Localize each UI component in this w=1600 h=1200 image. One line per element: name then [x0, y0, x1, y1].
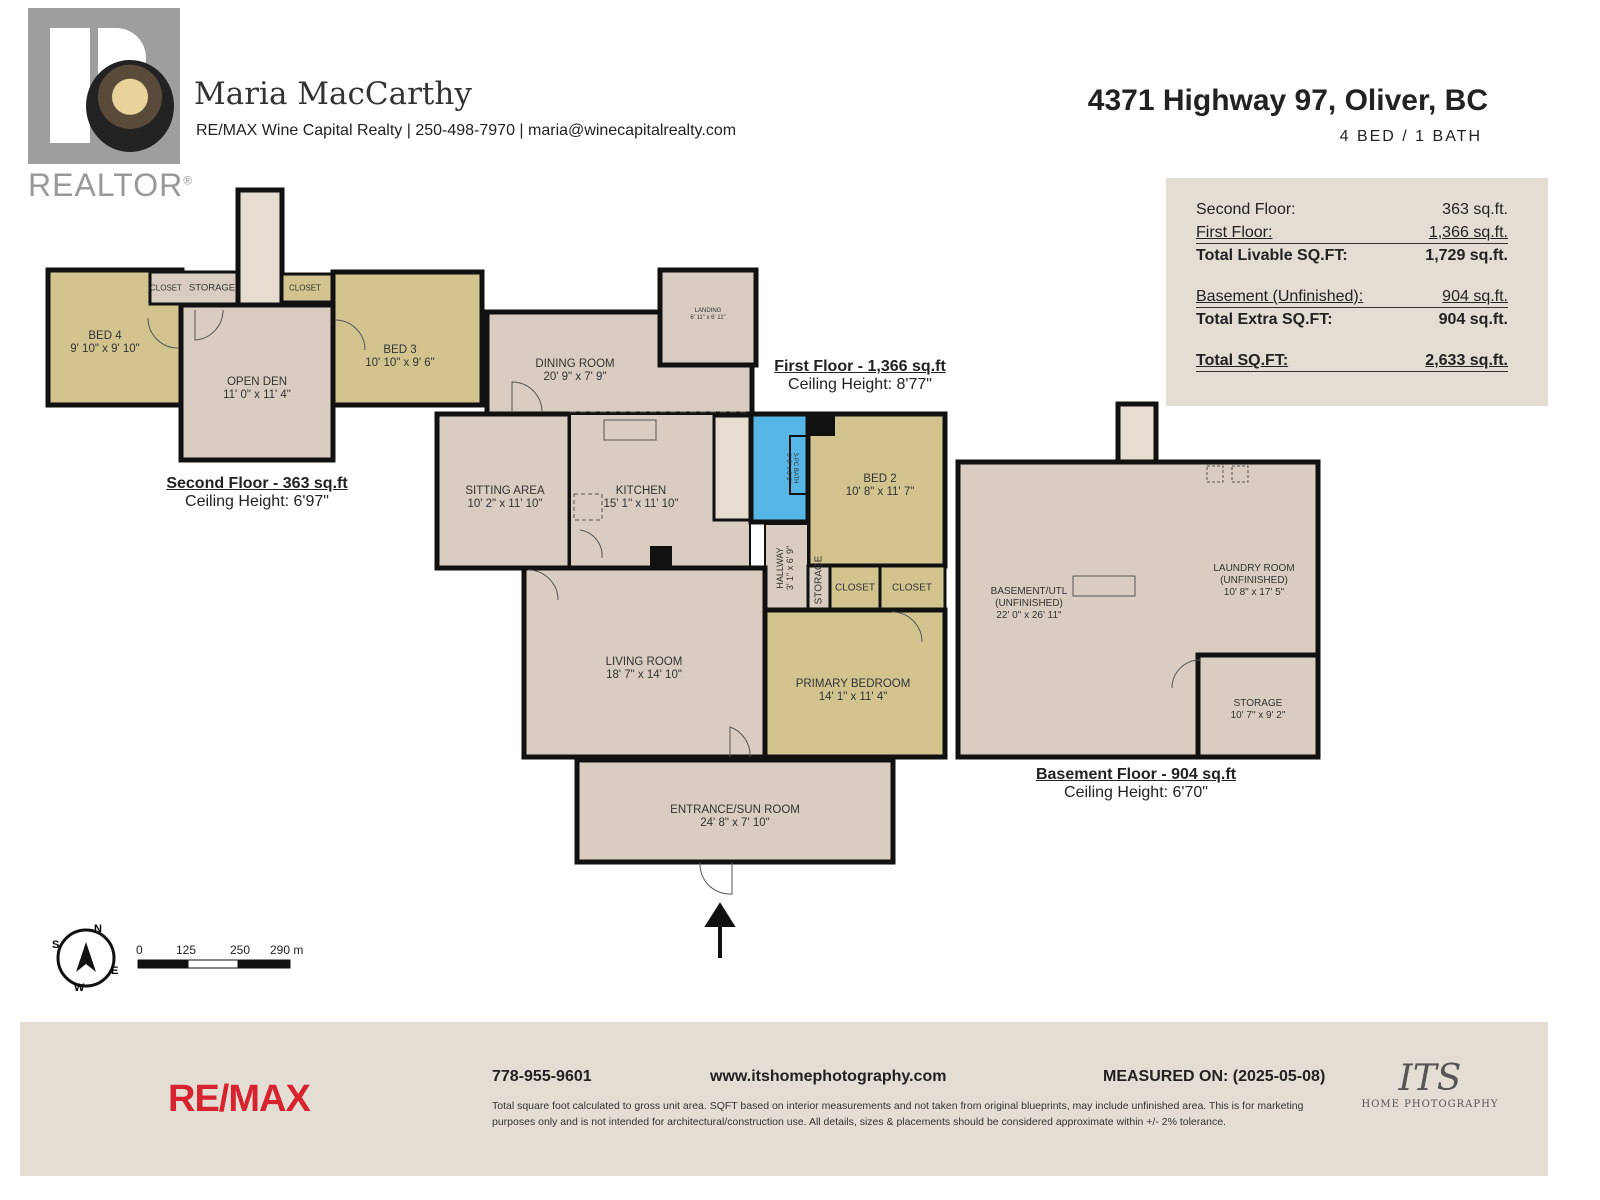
scale-tick: 250 [230, 943, 251, 957]
room-landing [657, 267, 759, 368]
room-sun-room [574, 757, 896, 865]
room-primary-bedroom [762, 607, 948, 760]
agent-photo [86, 60, 174, 152]
compass-n: N [94, 923, 102, 935]
remax-logo: RE/MAX [168, 1078, 311, 1120]
beds-baths: 4 BED / 1 BATH [1339, 128, 1482, 145]
photography-logo: ITS HOME PHOTOGRAPHY [1361, 1058, 1499, 1110]
scale-tick: 0 [136, 943, 143, 957]
agent-name: Maria MacCarthy [194, 76, 472, 112]
room-label: STORAGE [813, 555, 825, 605]
room-open-den [178, 302, 336, 463]
scale-bar [137, 959, 291, 969]
svg-text:S: S [52, 939, 59, 951]
room-label: STORAGE [188, 282, 236, 294]
summary-row: Second Floor:363 sq.ft. [1196, 201, 1508, 218]
summary-row: Total Extra SQ.FT:904 sq.ft. [1196, 311, 1508, 328]
realtor-wordmark: REALTOR® [28, 167, 194, 203]
room-closet-upper [280, 272, 336, 304]
summary-row: Basement (Unfinished):904 sq.ft. [1196, 286, 1508, 308]
property-address: 4371 Highway 97, Oliver, BC [1087, 84, 1488, 117]
summary-row: First Floor:1,366 sq.ft. [1196, 222, 1508, 244]
room-label: BASEMENT/UTL(UNFINISHED)22' 0" x 26' 11" [990, 586, 1068, 621]
room-closet-a [828, 564, 882, 612]
scale-tick: 125 [176, 943, 197, 957]
room-sitting [434, 411, 573, 571]
svg-text:W: W [74, 982, 85, 994]
room-label: LAUNDRY ROOM(UNFINISHED)10' 8" x 17' 5" [1213, 563, 1295, 598]
compass-icon: N E S W [52, 923, 118, 994]
room-label: CLOSET [834, 582, 876, 594]
summary-row: Total SQ.FT:2,633 sq.ft. [1196, 350, 1508, 372]
sqft-summary-panel: Second Floor:363 sq.ft. First Floor:1,36… [1166, 178, 1548, 406]
footer-phone: 778-955-9601 [492, 1068, 592, 1085]
entry-arrow-icon [704, 902, 736, 958]
footer-disclaimer: Total square foot calculated to gross un… [492, 1100, 1304, 1128]
agent-contact: RE/MAX Wine Capital Realty | 250-498-797… [196, 122, 737, 139]
room-label: CLOSET [288, 283, 322, 293]
svg-text:E: E [111, 965, 118, 977]
stairs-upper [235, 187, 285, 308]
stairs-main [712, 414, 752, 522]
summary-row: Total Livable SQ.FT:1,729 sq.ft. [1196, 247, 1508, 264]
room-living [521, 565, 768, 760]
room-label: CLOSET [149, 283, 183, 293]
room-label: CLOSET [891, 582, 933, 594]
scale-tick: 290 m [270, 943, 304, 957]
footer-measured: MEASURED ON: (2025-05-08) [1103, 1068, 1326, 1085]
footer-panel: RE/MAX 778-955-9601 www.itshomephotograp… [20, 1022, 1548, 1176]
room-bed-3 [330, 269, 485, 408]
room-basement-storage [1195, 652, 1321, 760]
footer-website: www.itshomephotography.com [710, 1068, 947, 1085]
realtor-logo [28, 8, 180, 164]
stairs-basement [1115, 401, 1159, 467]
